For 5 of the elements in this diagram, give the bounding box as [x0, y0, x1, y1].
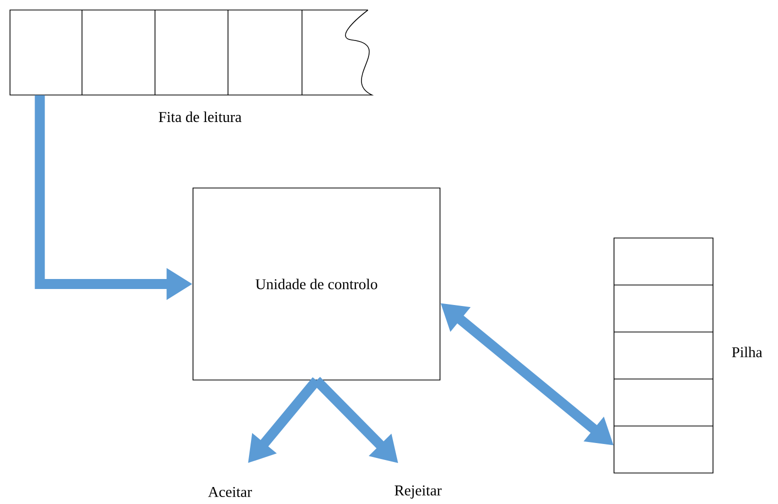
- stack-label: Pilha: [732, 346, 762, 358]
- tape-label: Fita de leitura: [158, 112, 242, 122]
- control-box: Unidade de controlo: [192, 188, 440, 380]
- accept-label: Aceitar: [208, 486, 252, 498]
- reject-label: Rejeitar: [394, 485, 442, 499]
